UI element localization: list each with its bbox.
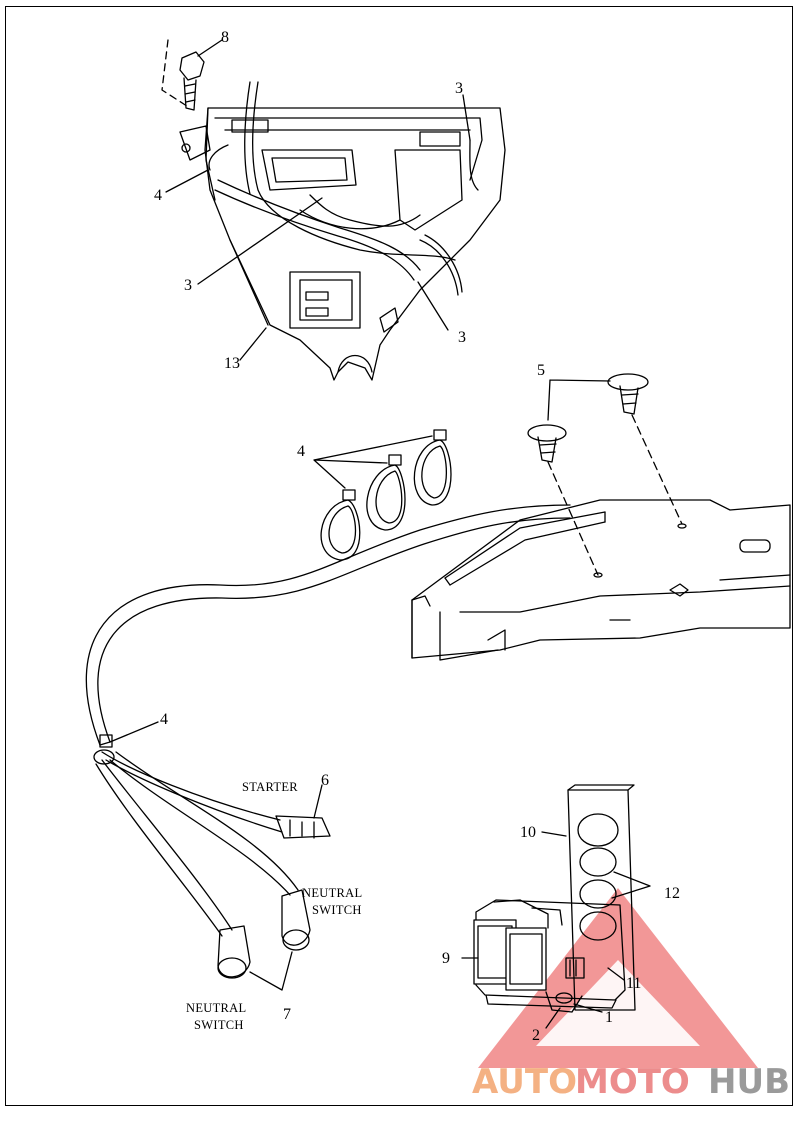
upper-bracket-assembly <box>179 81 506 381</box>
caption-neutral-switch-lower-1: NEUTRAL <box>186 1001 246 1015</box>
relay-bracket-assembly <box>473 784 636 1013</box>
callout-3-left: 3 <box>184 277 192 294</box>
callout-13: 13 <box>224 355 240 372</box>
callout-7: 7 <box>283 1006 291 1023</box>
callout-1: 1 <box>605 1009 613 1026</box>
callout-8: 8 <box>221 29 229 46</box>
callout-4-ties: 4 <box>297 443 305 460</box>
callout-3-right: 3 <box>458 329 466 346</box>
caption-neutral-switch-upper-2: SWITCH <box>312 903 362 917</box>
wiring-harness <box>85 504 571 937</box>
watermark-triangle <box>478 888 758 1068</box>
cable-ties-4 <box>313 429 452 561</box>
caption-starter: STARTER <box>242 780 298 794</box>
callout-4-harness: 4 <box>160 711 168 728</box>
bolt-8 <box>161 39 223 111</box>
callout-11: 11 <box>626 975 641 992</box>
callout-3-top: 3 <box>455 80 463 97</box>
callout-10: 10 <box>520 824 536 841</box>
callout-6: 6 <box>321 772 329 789</box>
callout-2: 2 <box>532 1027 540 1044</box>
caption-neutral-switch-lower-2: SWITCH <box>194 1018 244 1032</box>
diagram-frame <box>5 6 793 1106</box>
watermark-hub: HUB <box>708 1062 790 1102</box>
starter-connector-6 <box>275 815 331 839</box>
callout-9: 9 <box>442 950 450 967</box>
watermark-moto: MOTO <box>575 1062 690 1102</box>
caption-neutral-switch-upper-1: NEUTRAL <box>302 886 362 900</box>
callout-5: 5 <box>537 362 545 379</box>
frame-crossmember <box>411 499 791 661</box>
watermark-auto: AUTO <box>472 1062 577 1102</box>
neutral-switch-caps-7 <box>217 889 311 979</box>
leader-5 <box>547 379 611 421</box>
watermark-logo: AUTO MOTO HUB <box>472 1062 790 1102</box>
push-pin-5b <box>607 373 683 525</box>
leader-lines <box>109 94 651 1029</box>
callout-4-top: 4 <box>154 187 162 204</box>
push-pin-5a <box>527 424 599 576</box>
callout-12: 12 <box>664 885 680 902</box>
